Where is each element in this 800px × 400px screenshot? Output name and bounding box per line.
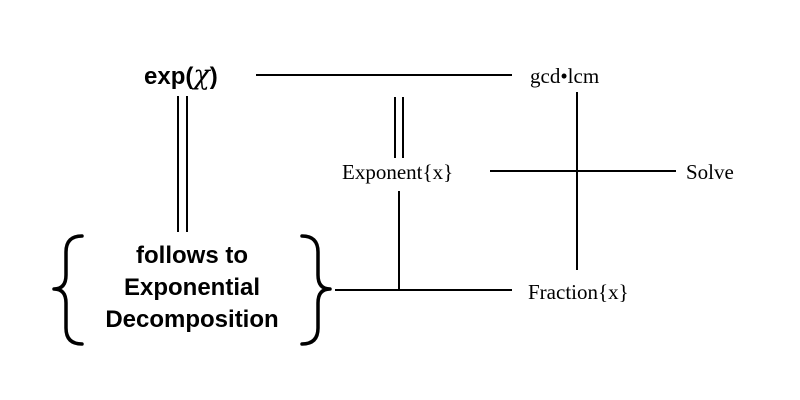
node-exponent: Exponent{x} xyxy=(342,160,454,184)
node-decomposition: follows to Exponential Decomposition xyxy=(84,240,300,336)
node-exp-suffix: ) xyxy=(209,63,218,90)
node-solve: Solve xyxy=(686,160,734,184)
left-brace xyxy=(52,234,84,346)
right-brace xyxy=(300,234,332,346)
node-decomposition-line1: follows to xyxy=(136,242,248,269)
node-decomposition-line2: Exponential xyxy=(123,274,261,301)
node-decomposition-line3: Decomposition xyxy=(105,306,279,333)
node-gcd-lcm: gcd•lcm xyxy=(530,64,600,88)
node-exp-symbol: χ xyxy=(193,60,210,91)
node-exp: exp(χ) xyxy=(144,58,218,95)
node-exp-prefix: exp( xyxy=(144,63,194,90)
node-fraction: Fraction{x} xyxy=(528,280,629,304)
